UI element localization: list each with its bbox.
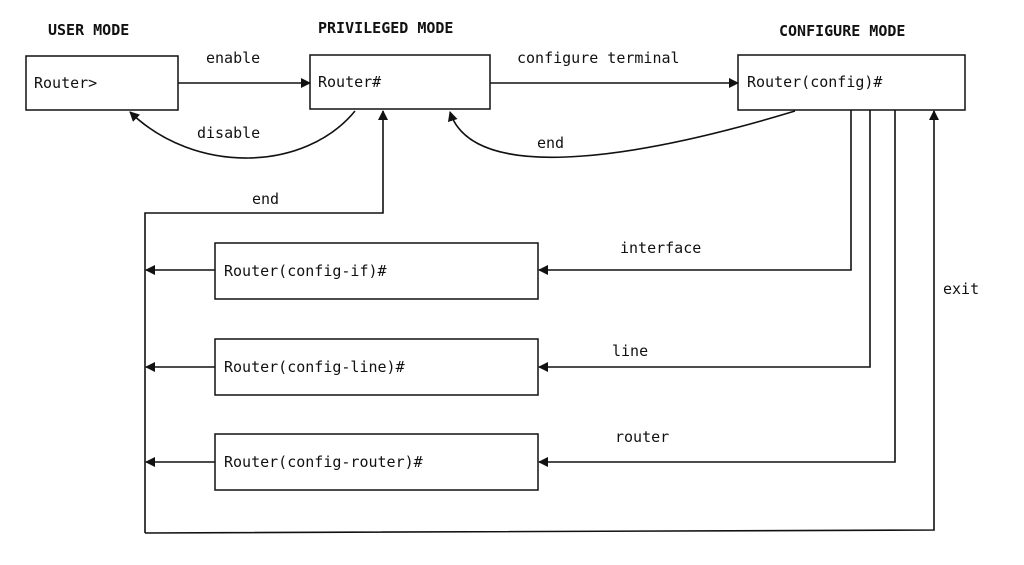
disable-label: disable — [197, 124, 260, 142]
interface-arrow — [538, 110, 852, 275]
enable-label: enable — [206, 49, 260, 67]
configure-mode-prompt: Router(config)# — [747, 73, 882, 91]
end-sub-arrow — [144, 110, 388, 533]
line-label: line — [612, 342, 648, 360]
end-sub-label: end — [252, 190, 279, 208]
privileged-mode-prompt: Router# — [318, 73, 381, 91]
configure-mode-node: Router(config)# — [737, 54, 966, 111]
config-router-node: Router(config-router)# — [214, 433, 539, 491]
disable-arrow — [129, 110, 356, 159]
user-mode-heading: USER MODE — [48, 21, 129, 39]
end-config-label: end — [537, 134, 564, 152]
exit-arrow — [144, 110, 939, 534]
configure-terminal-label: configure terminal — [517, 49, 680, 67]
config-if-node: Router(config-if)# — [214, 242, 539, 300]
config-line-prompt: Router(config-line)# — [224, 358, 405, 376]
user-mode-prompt: Router> — [34, 74, 97, 92]
router-arrow — [538, 110, 896, 467]
exit-label: exit — [943, 280, 979, 298]
user-mode-node: Router> — [25, 55, 179, 111]
config-router-prompt: Router(config-router)# — [224, 453, 423, 471]
end-config-arrow — [448, 110, 796, 159]
privileged-mode-heading: PRIVILEGED MODE — [318, 19, 453, 37]
config-line-node: Router(config-line)# — [214, 338, 539, 396]
privileged-mode-node: Router# — [309, 54, 491, 110]
config-if-prompt: Router(config-if)# — [224, 262, 387, 280]
line-arrow — [538, 110, 871, 372]
router-label: router — [615, 428, 669, 446]
configure-mode-heading: CONFIGURE MODE — [779, 22, 905, 40]
interface-label: interface — [620, 239, 701, 257]
